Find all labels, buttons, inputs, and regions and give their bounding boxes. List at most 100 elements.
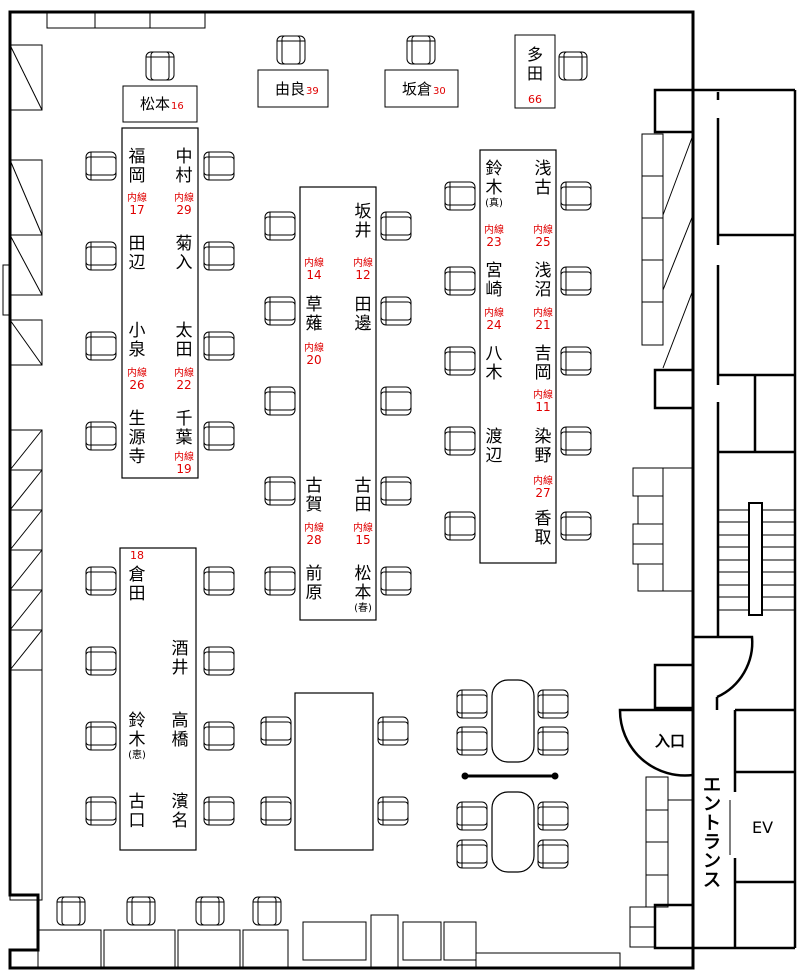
name: 坂倉 [402, 80, 433, 98]
ext-label: 内線 [127, 368, 147, 379]
ext-number: 20 [306, 353, 322, 367]
seat-name: 高橋 [171, 711, 189, 750]
seat-name: 千葉 [175, 409, 193, 448]
desk-block-2 [299, 186, 377, 621]
seat-name: 松本(春) [353, 565, 373, 615]
name: 松本 [140, 95, 171, 113]
ext-label: 内線 [533, 476, 553, 487]
ext-number: 16 [171, 101, 184, 112]
right-structure [618, 88, 797, 950]
ext-label: 内線 [353, 523, 373, 534]
ext-label: 内線 [174, 368, 194, 379]
name: 鈴木 [485, 159, 503, 198]
seat-name: 田辺 [128, 234, 146, 273]
seat-number: 18 [130, 549, 144, 562]
label-yura: 由良39 [275, 78, 319, 99]
seat-name: 倉田 [128, 565, 146, 604]
seat-name: 酒井 [171, 639, 189, 678]
ext-number: 17 [129, 203, 145, 217]
ext-number: 22 [176, 378, 192, 392]
label-sakakura: 坂倉30 [402, 78, 446, 99]
name: 鈴木 [128, 711, 146, 750]
label-tada: 多田 [526, 45, 543, 83]
bottom-cabinets [37, 914, 621, 969]
ext-label: 内線 [533, 390, 553, 401]
ext-label: 内線 [304, 523, 324, 534]
seat-name: 鈴木(恵) [127, 712, 147, 762]
seat-name: 香取 [534, 509, 552, 548]
desk-block-1 [121, 127, 199, 479]
ext-label: 内線 [533, 308, 553, 319]
seat-name: 坂井 [354, 202, 372, 241]
seat-name: 古賀 [305, 476, 323, 515]
ext-label: 内線 [304, 343, 324, 354]
desk-block-3 [479, 149, 557, 564]
seat-name: 濱名 [171, 792, 189, 831]
seat-name: 前原 [305, 564, 323, 603]
stairs [718, 502, 795, 616]
ext-number: 11 [535, 400, 551, 414]
ext-number: 25 [535, 235, 551, 249]
ext-number: 28 [306, 533, 322, 547]
ext-label: 内線 [484, 308, 504, 319]
ext-label: 内線 [174, 452, 194, 463]
seat-name: 福岡 [128, 147, 146, 186]
ext-number: 15 [355, 533, 371, 547]
ext-label: 内線 [533, 225, 553, 236]
seat-name: 小泉 [128, 321, 146, 360]
ext-number: 30 [433, 86, 446, 97]
seat-name: 八木 [485, 344, 503, 383]
seat-name: 宮崎 [485, 261, 503, 300]
ext-label: 内線 [127, 193, 147, 204]
ext-number: 26 [129, 378, 145, 392]
seat-name: 中村 [175, 147, 193, 186]
seat-name: 太田 [175, 321, 193, 360]
seat-name: 鈴木(真) [484, 160, 504, 210]
seat-name: 生源寺 [128, 409, 146, 467]
meeting-table [294, 692, 374, 851]
ext-label: 内線 [353, 258, 373, 269]
round-table-1 [491, 679, 535, 763]
seat-name: 古田 [354, 476, 372, 515]
seat-name: 吉岡 [534, 344, 552, 383]
name-suffix: (恵) [128, 750, 146, 761]
seat-name: 草薙 [305, 295, 323, 334]
name: 由良 [275, 80, 306, 98]
name: 松本 [354, 564, 372, 603]
seat-name: 菊入 [175, 234, 193, 273]
ext-number: 23 [486, 235, 502, 249]
left-windows [2, 44, 43, 901]
label-tada-ext: 66 [528, 93, 542, 106]
right-windows [629, 133, 694, 948]
ext-label: 内線 [484, 225, 504, 236]
name-suffix: (春) [354, 603, 372, 614]
seat-name: 渡辺 [485, 427, 503, 466]
ext-number: 12 [355, 268, 371, 282]
ext-number: 24 [486, 318, 502, 332]
seat-name: 浅古 [534, 159, 552, 198]
entrance-door-label: 入口 [655, 732, 686, 750]
elevator-label: EV [752, 818, 774, 837]
ext-number: 29 [176, 203, 192, 217]
ext-number: 27 [535, 486, 551, 500]
seat-name: 浅沼 [534, 261, 552, 300]
ext-label: 内線 [174, 193, 194, 204]
desk-block-4 [119, 547, 197, 851]
ext-number: 21 [535, 318, 551, 332]
